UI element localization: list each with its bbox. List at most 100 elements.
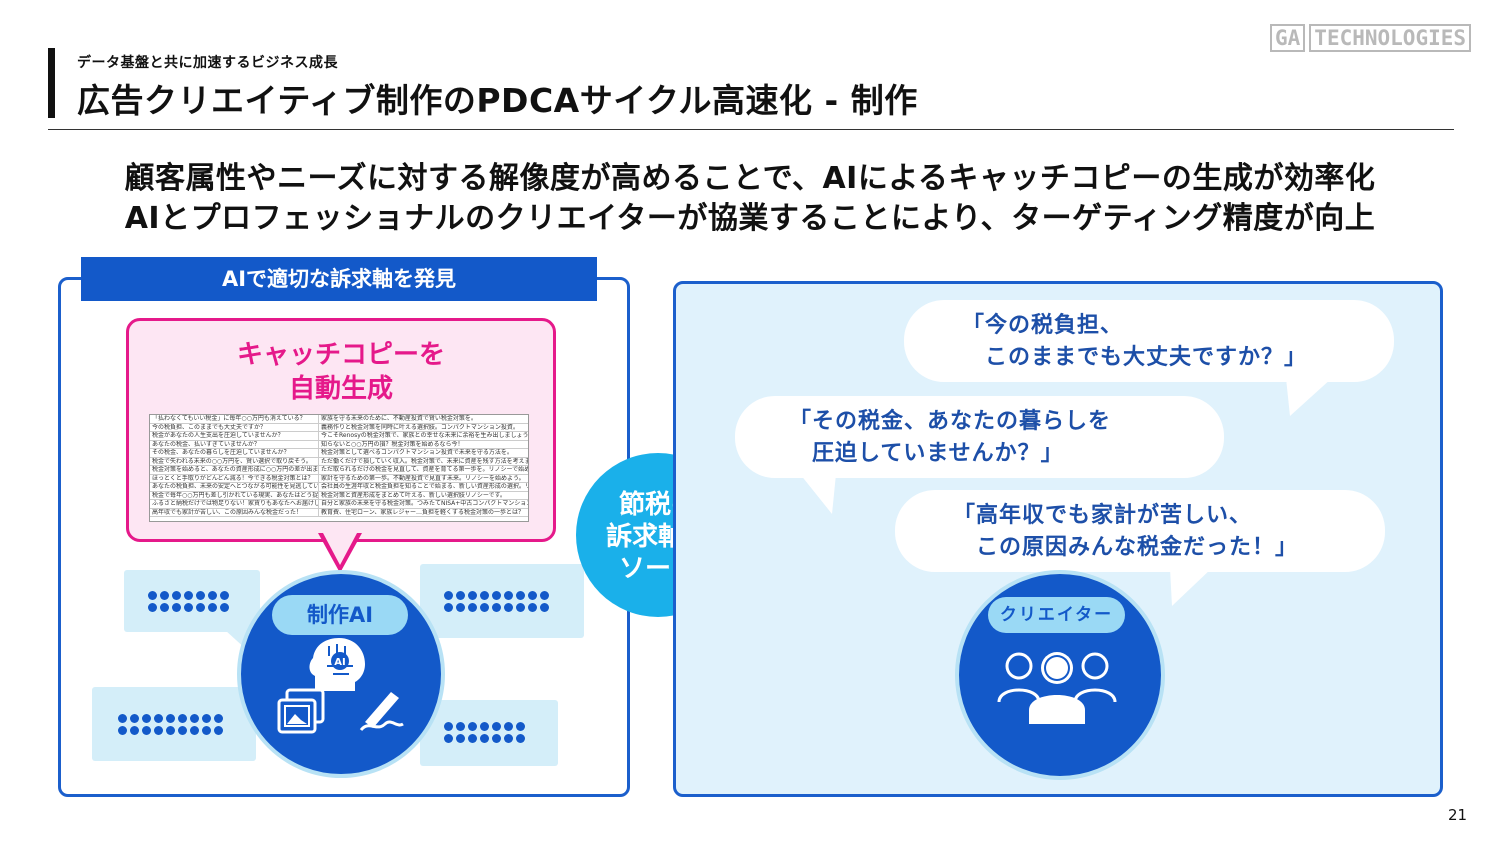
catchcopy-box-pointer	[318, 533, 362, 573]
catchcopy-cell: 税金対策を始めると、あなたの資産形成に○○万円の差が出ます。	[152, 466, 319, 474]
catchcopy-cell: 税金対策として選べるコンパクトマンション投資で未来を守る方法を。	[321, 449, 513, 456]
catchcopy-row: 税金で失われる未来の○○万円を、賢い選択で取り戻そう。ただ働くだけで損していく収…	[150, 457, 528, 466]
placeholder-dot	[444, 591, 453, 600]
dots-bubble-1	[124, 570, 260, 632]
catchcopy-cell: 義務作りと税金対策を同時に叶える選択肢。コンパクトマンション投資。	[321, 423, 519, 431]
catchcopy-row: その税金、あなたの暮らしを圧迫していませんか？税金対策として選べるコンパクトマン…	[150, 449, 528, 458]
dots-bubble-3	[92, 687, 256, 761]
placeholder-dot	[190, 714, 199, 723]
placeholder-dot	[166, 726, 175, 735]
placeholder-dot	[154, 714, 163, 723]
catchcopy-row: 「払わなくてもいい税金」に毎年○○万円も消えている？家族を守る未来のために、不動…	[150, 415, 528, 424]
people-group-icon	[997, 652, 1117, 724]
placeholder-dot	[142, 726, 151, 735]
catchcopy-row: 高年収でも家計が苦しい、この原因みんな税金だった！教育費、住宅ローン、家族レジャ…	[150, 508, 528, 517]
placeholder-dot	[184, 603, 193, 612]
placeholder-dot	[184, 591, 193, 600]
catchcopy-cell: 教育費、住宅ローン、家族レジャー…負担を軽くする税金対策の一歩とは？	[321, 508, 525, 516]
headline-line-2: AIとプロフェッショナルのクリエイターが協業することにより、ターゲティング精度が…	[124, 201, 1376, 236]
catchcopy-cell: 「払わなくてもいい税金」に毎年○○万円も消えている？	[150, 415, 319, 423]
catchcopy-cell: あなたの税負担、未来の安定へとつながる可能性を見逃していませんか	[152, 483, 319, 491]
placeholder-dot	[480, 722, 489, 731]
placeholder-dot	[468, 722, 477, 731]
catchcopy-cell: ほっとくと手取りがどんどん減る！今できる税金対策とは？	[150, 474, 319, 482]
production-ai-label: 制作AI	[272, 595, 408, 635]
placeholder-dot	[220, 591, 229, 600]
placeholder-dot	[492, 591, 501, 600]
catchcopy-row: 税金対策を始めると、あなたの資産形成に○○万円の差が出ます。ただ取られるだけの税…	[150, 466, 528, 475]
catchcopy-cell: ただ取られるだけの税金を見直して、資産を育てる第一歩を。リノシーで始める不	[321, 466, 528, 473]
catchcopy-title: キャッチコピーを 自動生成	[236, 340, 445, 404]
placeholder-dot	[456, 722, 465, 731]
placeholder-dot	[166, 714, 175, 723]
placeholder-dots	[444, 722, 525, 743]
placeholder-dots	[444, 591, 549, 612]
placeholder-dot	[492, 603, 501, 612]
catchcopy-cell: あなたの税金、払いすぎていませんか？	[150, 440, 319, 448]
placeholder-dot	[528, 591, 537, 600]
dots-bubble-2	[420, 564, 584, 638]
placeholder-dot	[540, 603, 549, 612]
image-gallery-icon	[277, 688, 325, 734]
placeholder-dot	[444, 603, 453, 612]
placeholder-dot	[118, 714, 127, 723]
catchcopy-cell: 今の税負担、このままでも大丈夫ですか？	[150, 423, 319, 431]
placeholder-dot	[160, 591, 169, 600]
placeholder-dot	[480, 591, 489, 600]
catchcopy-row: 税金で毎年○○万円も差し引かれている現実、あなたはどう捉える税金対策と資産形成を…	[150, 491, 528, 500]
placeholder-dot	[190, 726, 199, 735]
placeholder-dot	[516, 722, 525, 731]
header-accent-bar	[48, 48, 55, 118]
placeholder-dot	[456, 734, 465, 743]
placeholder-dot	[178, 714, 187, 723]
placeholder-dot	[504, 734, 513, 743]
svg-text:AI: AI	[334, 657, 345, 668]
catchcopy-row: あなたの税金、払いすぎていませんか？知らないと○○万円の損？税金対策を始めるなら…	[150, 440, 528, 449]
placeholder-dot	[148, 603, 157, 612]
speech-bubble-3: 「高年収でも家計が苦しい、 この原因みんな税金だった！」	[895, 490, 1385, 572]
ai-head-icon: AI	[309, 638, 365, 691]
placeholder-dot	[148, 591, 157, 600]
speech-tail-2	[800, 474, 836, 514]
catchcopy-cell: 知らないと○○万円の損？税金対策を始めるなら今！	[321, 440, 464, 448]
placeholder-dot	[130, 726, 139, 735]
headline-line-1: 顧客属性やニーズに対する解像度が高めることで、AIによるキャッチコピーの生成が効…	[124, 161, 1376, 196]
placeholder-dot	[516, 734, 525, 743]
catchcopy-row: あなたの税負担、未来の安定へとつながる可能性を見逃していませんか会社員の生涯年収…	[150, 483, 528, 492]
placeholder-dot	[142, 714, 151, 723]
placeholder-dot	[208, 603, 217, 612]
creator-label: クリエイター	[988, 597, 1125, 633]
placeholder-dot	[444, 722, 453, 731]
catchcopy-row: ほっとくと手取りがどんどん減る！今できる税金対策とは？家計を守るための第一歩。不…	[150, 474, 528, 483]
catchcopy-table: 「払わなくてもいい税金」に毎年○○万円も消えている？家族を守る未来のために、不動…	[149, 414, 529, 522]
catchcopy-cell: その税金、あなたの暮らしを圧迫していませんか？	[150, 449, 319, 457]
speech-tail-1	[1286, 378, 1332, 416]
page-title: 広告クリエイティブ制作のPDCAサイクル高速化 - 制作	[77, 81, 918, 120]
catchcopy-cell: ふるさと納税だけでは物足りない！家賃りもあなたへお届けします	[152, 500, 319, 508]
dots-bubble-4	[420, 700, 558, 766]
placeholder-dot	[504, 591, 513, 600]
placeholder-dot	[160, 603, 169, 612]
placeholder-dot	[504, 722, 513, 731]
placeholder-dot	[214, 714, 223, 723]
placeholder-dot	[540, 591, 549, 600]
catchcopy-cell: 税金で失われる未来の○○万円を、賢い選択で取り戻そう。	[150, 457, 319, 465]
catchcopy-cell: 家族を守る未来のために、不動産投資で賢い税金対策を。	[321, 415, 477, 422]
catchcopy-row: ふるさと納税だけでは物足りない！家賃りもあなたへお届けします自分と家族の未来を守…	[150, 500, 528, 509]
placeholder-dot	[516, 603, 525, 612]
placeholder-dots	[118, 714, 223, 735]
placeholder-dot	[154, 726, 163, 735]
placeholder-dot	[172, 603, 181, 612]
catchcopy-cell: 税金対策と資産形成をまとめて叶える、新しい選択肢リノシーです。	[321, 491, 506, 499]
placeholder-dot	[480, 603, 489, 612]
catchcopy-cell: 高年収でも家計が苦しい、この原因みんな税金だった！	[150, 508, 319, 516]
placeholder-dots	[148, 591, 229, 612]
placeholder-dot	[202, 714, 211, 723]
placeholder-dot	[480, 734, 489, 743]
placeholder-dot	[118, 726, 127, 735]
section-subtitle: データ基盤と共に加速するビジネス成長	[77, 55, 338, 71]
pen-signature-icon	[359, 692, 404, 732]
placeholder-dot	[444, 734, 453, 743]
placeholder-dot	[468, 603, 477, 612]
